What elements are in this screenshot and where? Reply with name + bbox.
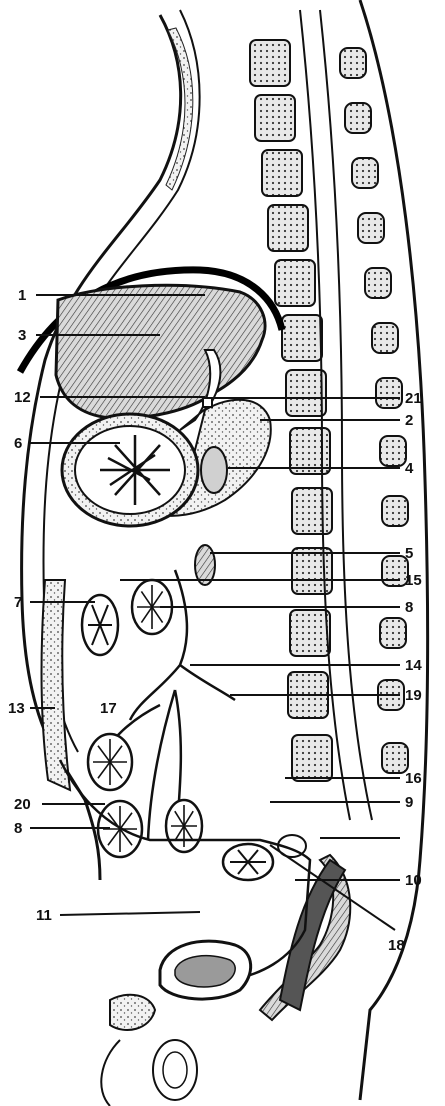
label-19: 19 — [405, 687, 422, 704]
label-3: 3 — [18, 327, 26, 344]
label-18: 18 — [388, 937, 405, 954]
stomach — [62, 414, 198, 526]
label-4: 4 — [405, 460, 414, 477]
vertebral-body — [292, 548, 332, 594]
label-5: 5 — [405, 545, 413, 562]
label-12: 12 — [14, 389, 31, 406]
label-14: 14 — [405, 657, 422, 674]
label-7: 7 — [14, 594, 22, 611]
spinous-process — [352, 158, 378, 188]
greater-omentum — [42, 580, 70, 790]
label-1: 1 — [18, 287, 26, 304]
vertebral-body — [250, 40, 290, 86]
spinous-process — [382, 743, 408, 773]
label-10: 10 — [405, 872, 422, 889]
label-6: 6 — [14, 435, 22, 452]
duodenum — [201, 447, 227, 493]
epiploic-foramen — [203, 398, 212, 407]
label-21: 21 — [405, 390, 422, 407]
label-20: 20 — [14, 796, 31, 813]
spinous-process — [376, 378, 402, 408]
vertebral-body — [268, 205, 308, 251]
label-8-right: 8 — [405, 599, 413, 616]
label-8-left: 8 — [14, 820, 22, 837]
vertebral-body — [286, 370, 326, 416]
pubic-region — [101, 995, 197, 1106]
vertebral-body — [282, 315, 322, 361]
label-2: 2 — [405, 412, 413, 429]
spinous-process — [345, 103, 371, 133]
label-16: 16 — [405, 770, 422, 787]
label-13: 13 — [8, 700, 25, 717]
spinous-process — [382, 496, 408, 526]
vertebral-body — [292, 488, 332, 534]
vertebral-body — [275, 260, 315, 306]
spinous-process — [358, 213, 384, 243]
vertebral-body — [292, 735, 332, 781]
label-9: 9 — [405, 794, 413, 811]
spinous-process — [380, 618, 406, 648]
vertebral-body — [262, 150, 302, 196]
urinary-bladder — [160, 941, 251, 999]
spinous-process — [340, 48, 366, 78]
spinous-process — [380, 436, 406, 466]
vertebral-body — [290, 610, 330, 656]
label-17: 17 — [100, 700, 117, 717]
label-11: 11 — [36, 907, 52, 924]
vertebral-body — [255, 95, 295, 141]
label-15: 15 — [405, 572, 422, 589]
spinous-process — [372, 323, 398, 353]
spinous-process — [365, 268, 391, 298]
